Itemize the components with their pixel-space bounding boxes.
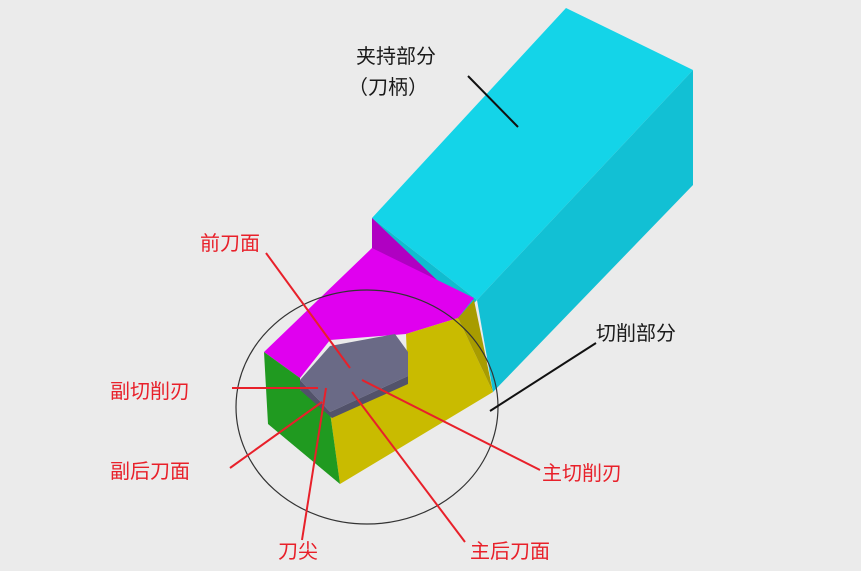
rake-face xyxy=(264,248,474,378)
shank-right-face xyxy=(477,70,693,392)
leader-minor-flank xyxy=(229,401,323,469)
shank-top-face xyxy=(372,8,693,300)
tool-tip-label: 刀尖 xyxy=(278,539,318,563)
clamping-part-label: 夹持部分 xyxy=(356,44,436,68)
major-cutting-edge-label: 主切削刃 xyxy=(542,461,622,485)
minor-cutting-edge-label: 副切削刃 xyxy=(110,379,190,403)
major-flank-dark-face xyxy=(458,300,493,392)
leader-cutting xyxy=(489,342,597,412)
leader-clamping xyxy=(467,75,519,128)
shank-label: （刀柄） xyxy=(348,75,428,99)
cutting-part-label: 切削部分 xyxy=(596,321,676,345)
leader-rake-face xyxy=(265,252,351,369)
rake-face-label: 前刀面 xyxy=(200,231,260,255)
leader-tool-tip xyxy=(301,387,327,541)
leader-major-flank xyxy=(351,391,466,543)
minor-flank-face xyxy=(264,352,340,484)
leader-major-edge xyxy=(361,379,541,471)
major-flank-face xyxy=(330,318,493,484)
major-flank-label: 主后刀面 xyxy=(470,539,550,563)
insert-top xyxy=(300,334,408,412)
minor-flank-label: 副后刀面 xyxy=(110,459,190,483)
